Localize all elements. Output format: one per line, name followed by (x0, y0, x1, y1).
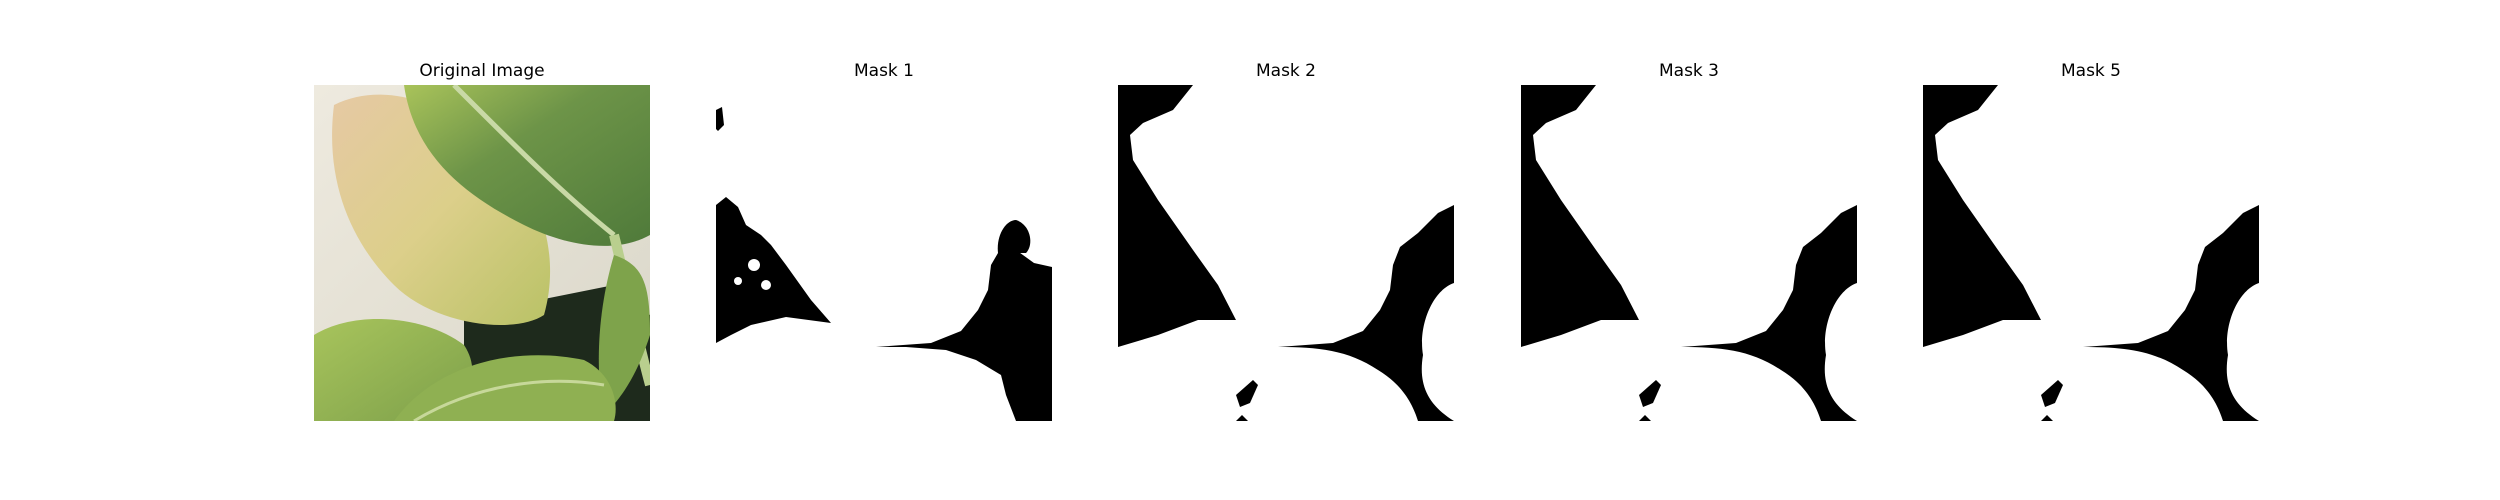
panel-title: Original Image (419, 61, 545, 81)
mask-5-image (1923, 85, 2259, 421)
panel-title: Mask 1 (853, 61, 914, 81)
mask-1-image (716, 85, 1052, 421)
original-leaf-photo (314, 85, 650, 421)
mask-2-image (1118, 85, 1454, 421)
mask-3-image (1521, 85, 1857, 421)
panel-title: Mask 2 (1255, 61, 1316, 81)
panel-title: Mask 5 (2060, 61, 2121, 81)
panel-title: Mask 3 (1658, 61, 1719, 81)
